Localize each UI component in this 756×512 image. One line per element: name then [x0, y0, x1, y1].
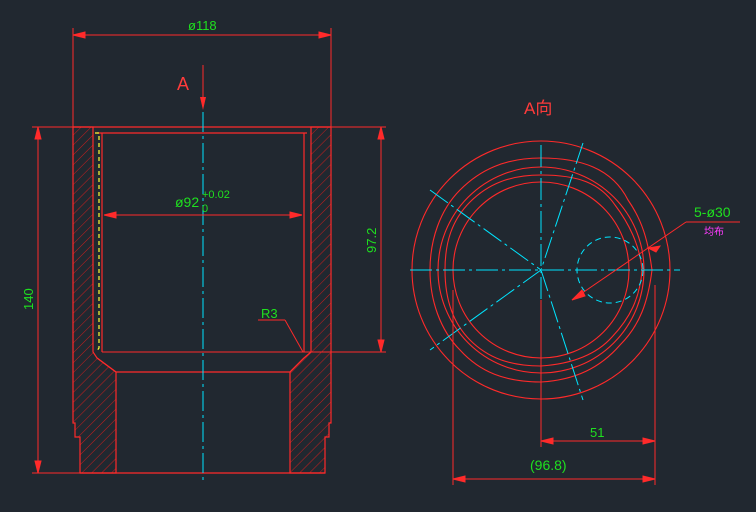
highlight-edge [95, 132, 100, 353]
height-text: 140 [21, 288, 36, 310]
height-dimension [32, 126, 80, 474]
side-centerlines [410, 142, 680, 401]
reference-width-text: (96.8) [530, 457, 567, 473]
left-wall-section [72, 126, 117, 474]
fillet-leader [258, 319, 304, 353]
view-arrow-head [200, 97, 206, 110]
side-view: A向 5-ø30 均布 [410, 99, 740, 485]
holes-note: 均布 [704, 226, 724, 238]
hole-leader [571, 221, 740, 301]
right-wall-section [289, 126, 332, 474]
fillet-text: R3 [261, 306, 278, 321]
view-arrow-label: A [177, 74, 189, 94]
offset-text: 51 [590, 425, 604, 440]
bore-tolerance-upper: +0.02 [202, 189, 230, 201]
outer-diameter-text: ø118 [188, 18, 217, 33]
outer-diameter-dimension [72, 28, 332, 127]
reference-width-dimension [452, 290, 656, 485]
depth-text: 97.2 [364, 228, 379, 253]
side-view-title: A向 [524, 99, 552, 118]
front-view: A ø118 ø92 +0.02 0 97.2 [21, 18, 386, 483]
bore-diameter-dimension [103, 211, 303, 219]
depth-dimension [304, 126, 386, 353]
holes-text: 5-ø30 [694, 204, 731, 220]
bore-outline [96, 132, 307, 373]
offset-dimension [540, 285, 656, 485]
bore-diameter-text: ø92 [175, 194, 199, 210]
bore-tolerance-lower: 0 [202, 203, 208, 215]
